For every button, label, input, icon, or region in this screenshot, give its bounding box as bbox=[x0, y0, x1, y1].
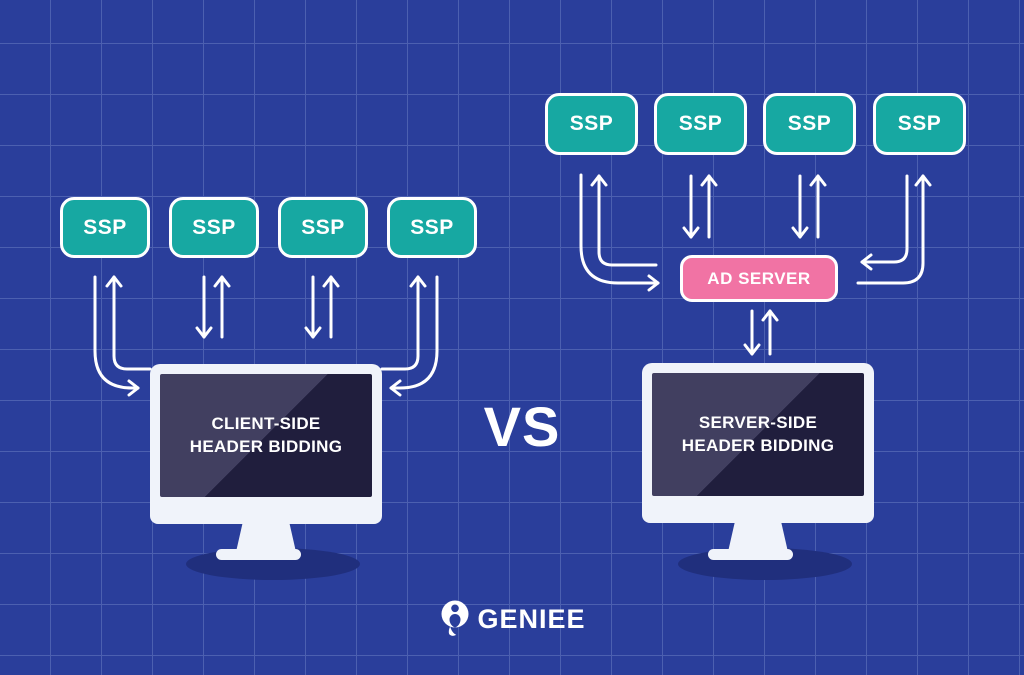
arrow-left-ssp1-response bbox=[105, 275, 152, 371]
ssp-label: SSP bbox=[83, 215, 127, 239]
right-monitor-label-line2: HEADER BIDDING bbox=[681, 435, 835, 455]
ssp-box: SSP bbox=[654, 93, 747, 155]
right-monitor-stand-base bbox=[708, 549, 793, 560]
arrow-right-ssp1-response bbox=[590, 174, 658, 267]
left-monitor: CLIENT-SIDE HEADER BIDDING bbox=[150, 364, 382, 524]
ssp-label: SSP bbox=[569, 112, 614, 135]
ssp-label: SSP bbox=[678, 112, 723, 135]
ssp-box: SSP bbox=[545, 93, 638, 155]
ssp-box: SSP bbox=[873, 93, 966, 155]
geniee-logo-icon bbox=[441, 600, 469, 636]
left-monitor-label-line1: CLIENT-SIDE bbox=[211, 413, 321, 433]
vs-label: VS bbox=[483, 395, 561, 458]
left-monitor-label-line2: HEADER BIDDING bbox=[189, 436, 343, 456]
arrow-right-ssp4-request bbox=[860, 174, 909, 271]
ssp-label: SSP bbox=[192, 215, 236, 239]
ssp-box: SSP bbox=[387, 197, 477, 258]
arrow-left-ssp4-response bbox=[380, 275, 427, 371]
ssp-label: SSP bbox=[301, 215, 345, 239]
ssp-box: SSP bbox=[60, 197, 150, 258]
ssp-box: SSP bbox=[169, 197, 259, 258]
left-monitor-stand-neck bbox=[236, 523, 296, 552]
right-monitor-screen: SERVER-SIDE HEADER BIDDING bbox=[652, 373, 864, 496]
ssp-label: SSP bbox=[410, 215, 454, 239]
right-monitor-label-line1: SERVER-SIDE bbox=[698, 412, 818, 432]
ssp-label: SSP bbox=[787, 112, 832, 135]
ssp-box: SSP bbox=[763, 93, 856, 155]
right-monitor: SERVER-SIDE HEADER BIDDING bbox=[642, 363, 874, 523]
ssp-box: SSP bbox=[278, 197, 368, 258]
arrow-right-ssp1-request bbox=[579, 173, 660, 292]
left-monitor-stand-base bbox=[216, 549, 301, 560]
ssp-label: SSP bbox=[897, 112, 942, 135]
ad-server-label: AD SERVER bbox=[707, 268, 811, 288]
arrow-left-ssp1-request bbox=[93, 275, 140, 397]
arrow-left-ssp4-request bbox=[389, 275, 439, 397]
left-monitor-screen: CLIENT-SIDE HEADER BIDDING bbox=[160, 374, 372, 497]
ad-server-box: AD SERVER bbox=[680, 255, 838, 302]
arrow-right-ssp4-response bbox=[856, 174, 932, 285]
brand-footer: GENIEE bbox=[0, 600, 1024, 638]
right-monitor-stand-neck bbox=[728, 523, 788, 552]
brand-name: GENIEE bbox=[477, 603, 586, 634]
